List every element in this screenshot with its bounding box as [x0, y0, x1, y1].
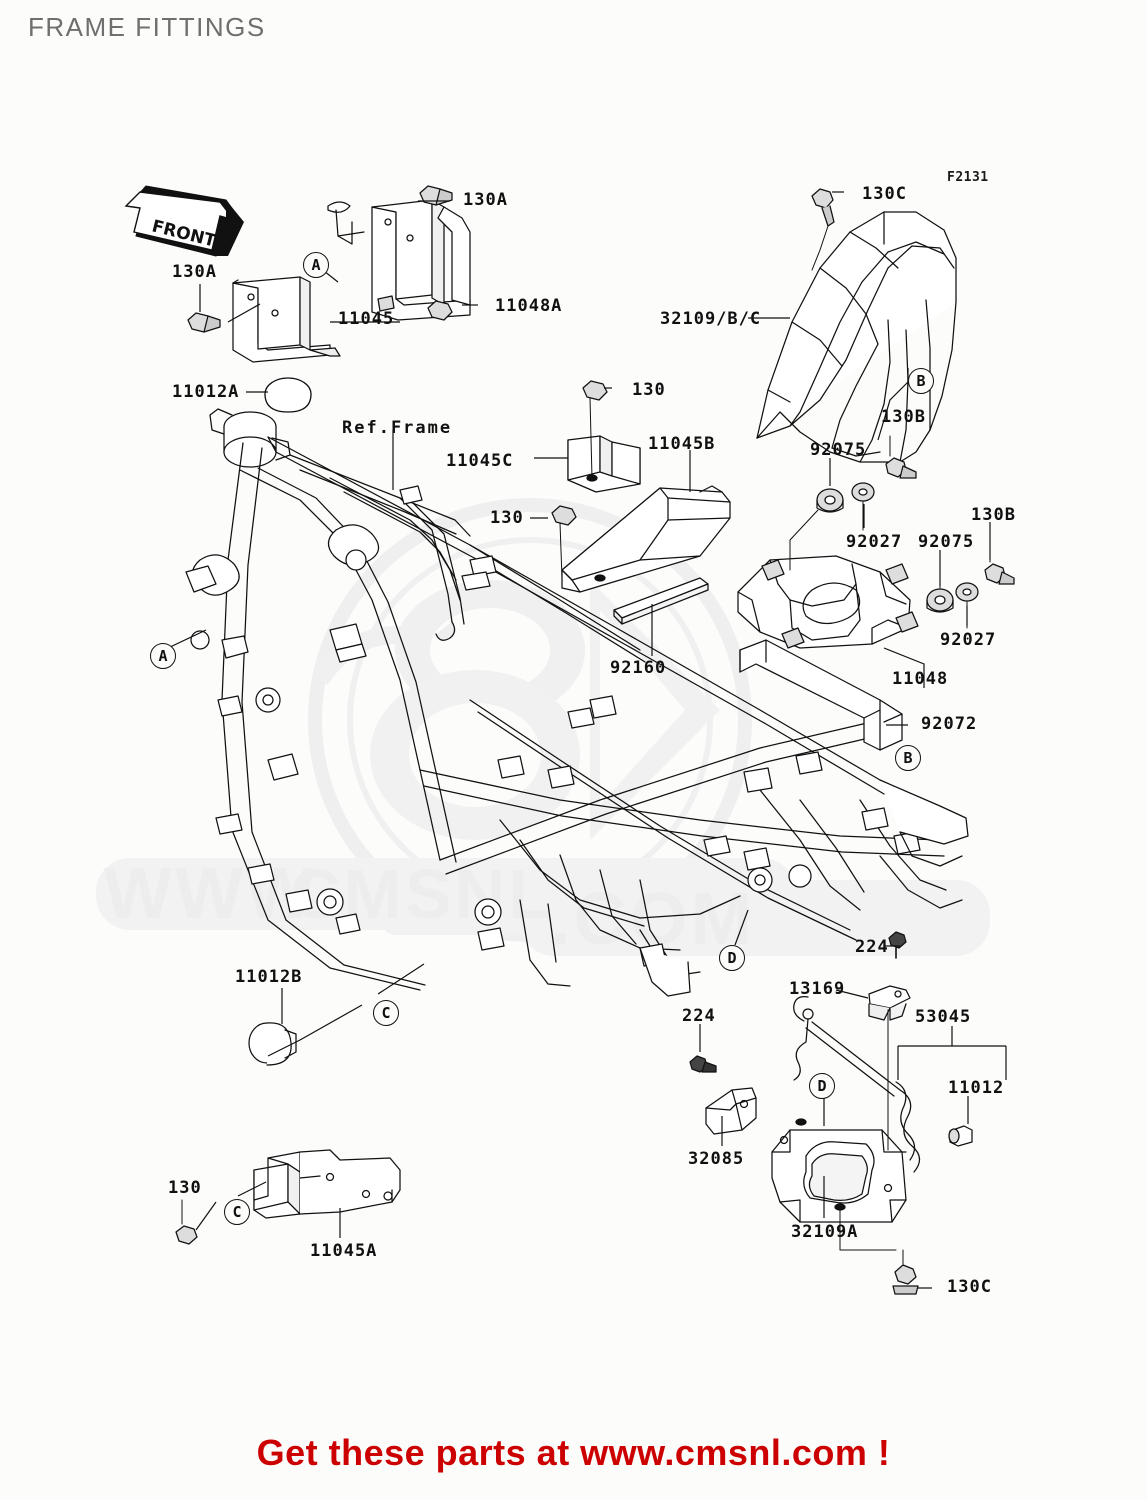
figure-code: F2131 [947, 170, 989, 185]
callout-32109-B-C: 32109/B/C [660, 309, 762, 329]
callout-130-upper: 130 [632, 380, 666, 400]
callout-130C-top: 130C [862, 184, 907, 204]
ref-marker-B-frame: B [895, 745, 921, 771]
callout-11048A: 11048A [495, 296, 563, 316]
callout-32085: 32085 [688, 1149, 745, 1169]
callout-11045A: 11045A [310, 1241, 378, 1261]
ref-marker-D-lower: D [809, 1073, 835, 1099]
callout-ref-frame: Ref.Frame [342, 418, 453, 438]
footer-cta-text: Get these parts at www.cmsnl.com ! [256, 1432, 891, 1473]
ref-marker-B-fender: B [908, 368, 934, 394]
callout-53045: 53045 [915, 1007, 972, 1027]
callout-130A-top: 130A [463, 190, 508, 210]
ref-marker-C-upper: C [373, 1000, 399, 1026]
callout-130A-left: 130A [172, 262, 217, 282]
callout-224-lower: 224 [682, 1006, 716, 1026]
ref-marker-C-lower: C [224, 1199, 250, 1225]
callout-11045B: 11045B [648, 434, 716, 454]
callout-130B-lower: 130B [971, 505, 1016, 525]
page-title: FRAME FITTINGS [28, 12, 266, 42]
callout-92072: 92072 [921, 714, 978, 734]
callout-130C-bottom: 130C [947, 1277, 992, 1297]
callout-13169: 13169 [789, 979, 846, 999]
callout-92027-lower: 92027 [940, 630, 997, 650]
callout-130-bottom: 130 [168, 1178, 202, 1198]
callout-11012: 11012 [948, 1078, 1005, 1098]
ref-marker-D-upper: D [719, 945, 745, 971]
callout-11048: 11048 [892, 669, 949, 689]
callout-92075-lower: 92075 [918, 532, 975, 552]
ref-marker-A-top: A [303, 252, 329, 278]
callout-11012A: 11012A [172, 382, 240, 402]
ref-marker-A-frame: A [150, 643, 176, 669]
